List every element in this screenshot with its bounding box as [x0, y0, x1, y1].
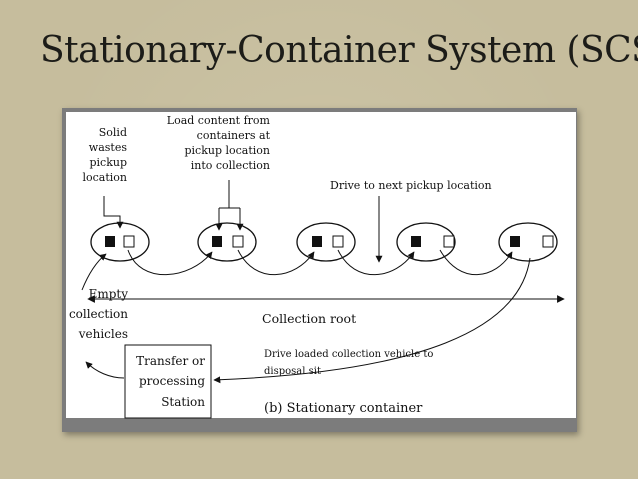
load-content-label: Load content from containers at pickup l…	[167, 114, 271, 172]
label-line: vehicles	[78, 327, 128, 341]
slide-title: Stationary-Container System (SCS)	[40, 30, 638, 71]
pickup-location-3	[296, 222, 356, 262]
diagram-caption: (b) Stationary container	[264, 401, 423, 416]
drive-loaded-arrow	[213, 257, 531, 384]
full-container-icon	[312, 236, 322, 247]
pickup-location-2	[197, 222, 257, 262]
drive-loaded-label: Drive loaded collection vehicle to dispo…	[264, 349, 433, 377]
full-container-icon	[105, 236, 115, 247]
label-line: Transfer or	[136, 354, 205, 368]
empty-vehicle-arrow	[81, 253, 107, 291]
pickup-pointer-arrow	[103, 196, 124, 229]
label-line: processing	[139, 374, 205, 388]
return-arrow	[85, 361, 125, 379]
route-segment-1	[127, 249, 213, 276]
full-container-icon	[212, 236, 222, 247]
label-line: wastes	[89, 141, 128, 154]
label-line: Load content from	[167, 114, 271, 127]
load-content-arrows	[215, 180, 244, 231]
full-container-icon	[411, 236, 421, 247]
transfer-station-box	[124, 344, 212, 419]
empty-vehicles-label: Empty collection vehicles	[69, 287, 128, 341]
label-line: pickup	[89, 156, 127, 169]
label-line: location	[82, 171, 127, 184]
label-line: disposal sit	[264, 366, 321, 377]
route-segment-2	[237, 249, 315, 276]
label-line: into collection	[191, 159, 270, 172]
empty-container-icon	[332, 235, 344, 248]
collection-root-label: Collection root	[262, 311, 356, 326]
solid-wastes-label: Solid wastes pickup location	[82, 126, 127, 184]
pickup-location-4	[396, 222, 456, 262]
label-line: collection	[69, 307, 128, 321]
route-segment-3	[337, 249, 415, 276]
full-container-icon	[510, 236, 520, 247]
label-line: Drive loaded collection vehicle to	[264, 349, 433, 360]
label-line: Solid	[99, 126, 127, 139]
transfer-station-label: Transfer or processing Station	[136, 354, 205, 409]
label-line: Empty	[89, 287, 129, 301]
empty-container-icon	[443, 235, 455, 248]
drive-next-label: Drive to next pickup location	[330, 179, 492, 192]
pickup-location-1	[90, 222, 150, 262]
route-segment-4	[439, 249, 513, 276]
empty-container-icon	[542, 235, 554, 248]
label-line: pickup location	[184, 144, 270, 157]
empty-container-icon	[123, 235, 135, 248]
empty-container-icon	[232, 235, 244, 248]
route-curves	[127, 249, 513, 276]
pickup-location-5	[498, 222, 558, 262]
label-line: Station	[161, 395, 205, 409]
label-line: containers at	[197, 129, 271, 142]
